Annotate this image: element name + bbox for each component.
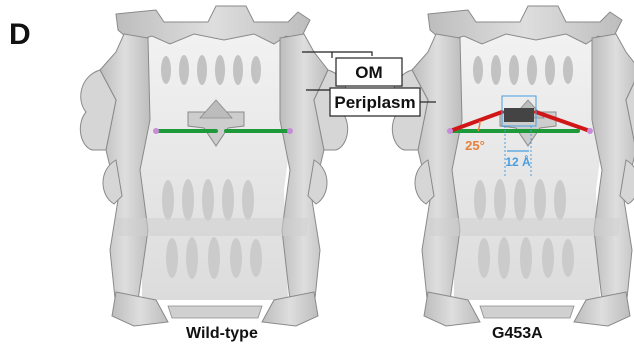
periplasm-label: Periplasm <box>334 93 415 112</box>
wildtype-caption: Wild-type <box>186 325 258 343</box>
g453a-caption: G453A <box>492 325 543 343</box>
wildtype-density-map <box>80 6 347 326</box>
angle-label: 25° <box>465 138 485 153</box>
distance-label: 12 Å <box>505 154 531 169</box>
om-label: OM <box>355 63 382 82</box>
